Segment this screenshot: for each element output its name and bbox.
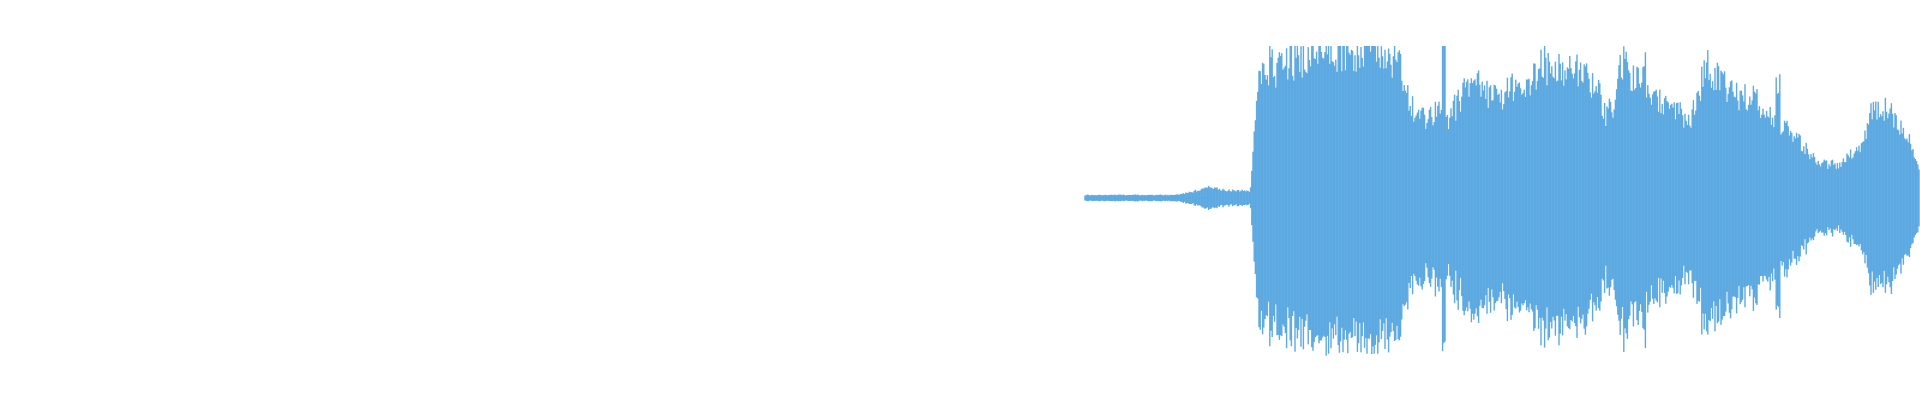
waveform-bars — [1084, 46, 1920, 356]
